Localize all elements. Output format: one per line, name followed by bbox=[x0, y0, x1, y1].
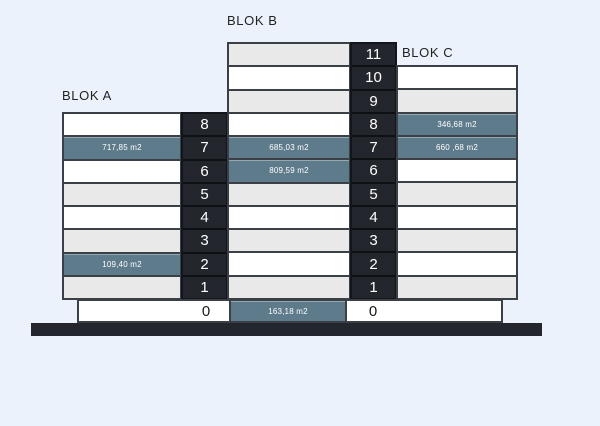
floor-number-cell: 8 bbox=[183, 114, 226, 138]
blok-a-building: 717,85 m2 109,40 m2 bbox=[62, 112, 182, 300]
area-label: 809,59 m2 bbox=[269, 166, 309, 176]
floor-row: 109,40 m2 bbox=[64, 253, 180, 277]
floor-row bbox=[229, 253, 349, 277]
area-label: 109,40 m2 bbox=[102, 259, 142, 269]
floor-row bbox=[398, 230, 516, 254]
ground-floor-row: 0 163,18 m2 0 bbox=[77, 299, 503, 323]
blok-a-label: BLOK A bbox=[62, 88, 112, 103]
area-label: 346,68 m2 bbox=[437, 119, 477, 129]
floor-row bbox=[229, 276, 349, 298]
floor-row bbox=[229, 67, 349, 91]
floor-row bbox=[398, 160, 516, 184]
blok-c-label: BLOK C bbox=[402, 45, 454, 60]
floor-number-cell: 5 bbox=[352, 183, 395, 207]
floor-number-cell: 11 bbox=[352, 44, 395, 68]
ground-floor-area-cell: 163,18 m2 bbox=[229, 301, 347, 321]
area-label: 163,18 m2 bbox=[268, 306, 308, 316]
floor-row bbox=[64, 183, 180, 207]
area-label: 717,85 m2 bbox=[102, 143, 142, 153]
floor-row bbox=[398, 90, 516, 114]
floor-row bbox=[64, 160, 180, 184]
floor-row bbox=[229, 44, 349, 68]
floor-row bbox=[398, 253, 516, 277]
blok-b-label: BLOK B bbox=[227, 13, 278, 28]
floor-row: 685,03 m2 bbox=[229, 137, 349, 161]
floor-number-cell: 5 bbox=[183, 183, 226, 207]
floor-number-cell: 8 bbox=[352, 113, 395, 138]
floor-row bbox=[64, 276, 180, 298]
floor-row bbox=[229, 230, 349, 254]
floor-row bbox=[229, 113, 349, 138]
floor-row bbox=[398, 183, 516, 207]
floor-number-cell: 1 bbox=[183, 276, 226, 298]
floor-row bbox=[398, 276, 516, 298]
floor-number-cell: 1 bbox=[352, 276, 395, 298]
floor-row: 346,68 m2 bbox=[398, 113, 516, 137]
floor-row bbox=[229, 183, 349, 207]
blok-c-building: 346,68 m2 660 ,68 m2 bbox=[396, 65, 518, 300]
ground-floor-number-right: 0 bbox=[368, 302, 378, 320]
blok-b-building: 685,03 m2 809,59 m2 bbox=[227, 42, 351, 300]
floor-number-cell: 4 bbox=[352, 206, 395, 231]
floor-number-cell: 10 bbox=[352, 67, 395, 91]
floor-number-cell: 3 bbox=[352, 230, 395, 254]
floor-row bbox=[64, 114, 180, 138]
floor-row: 660 ,68 m2 bbox=[398, 136, 516, 161]
floor-number-cell: 9 bbox=[352, 90, 395, 114]
floor-row bbox=[64, 230, 180, 254]
floor-number-cell: 3 bbox=[183, 230, 226, 254]
floor-row bbox=[398, 206, 516, 231]
floor-row bbox=[229, 90, 349, 114]
floor-row bbox=[64, 207, 180, 231]
floor-row bbox=[229, 206, 349, 231]
floor-row bbox=[398, 67, 516, 91]
area-label: 685,03 m2 bbox=[269, 143, 309, 153]
floor-number-cell: 7 bbox=[352, 137, 395, 161]
area-label: 660 ,68 m2 bbox=[435, 143, 479, 153]
ground-bar bbox=[31, 323, 542, 336]
floor-number-cell: 4 bbox=[183, 207, 226, 231]
floor-number-cell: 6 bbox=[183, 160, 226, 184]
floor-number-cell: 7 bbox=[183, 137, 226, 161]
ground-floor-number-left: 0 bbox=[201, 302, 211, 320]
floor-row: 717,85 m2 bbox=[64, 137, 180, 161]
floor-number-cell: 2 bbox=[352, 253, 395, 277]
floor-number-cell: 6 bbox=[352, 160, 395, 184]
floor-number-cell: 2 bbox=[183, 253, 226, 277]
floor-row: 809,59 m2 bbox=[229, 160, 349, 184]
